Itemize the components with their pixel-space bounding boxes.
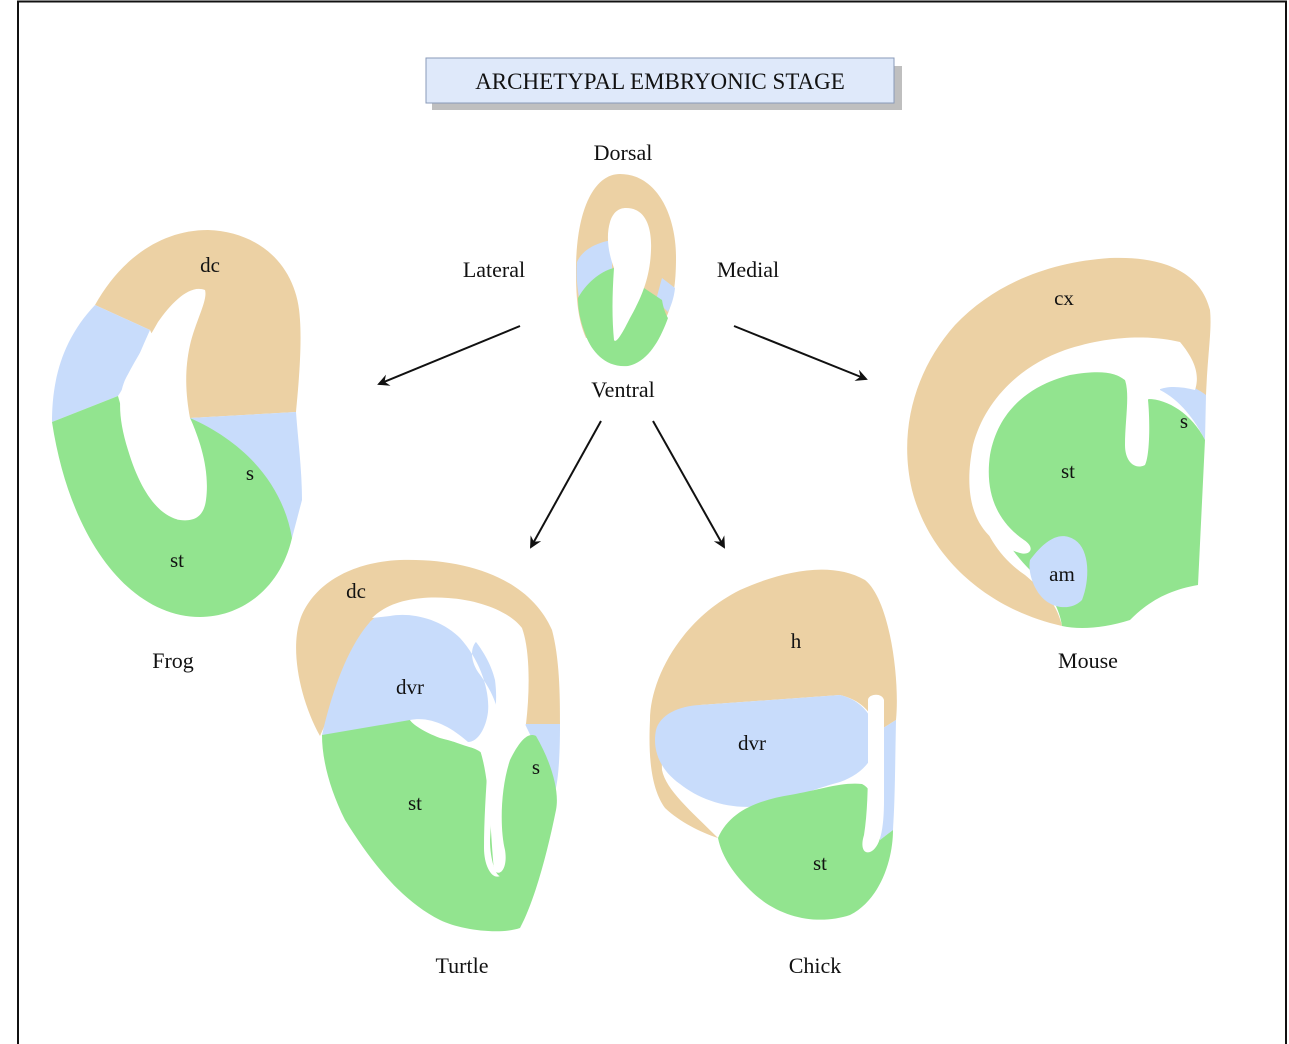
orientation-ventral: Ventral: [591, 377, 655, 402]
title-box: ARCHETYPAL EMBRYONIC STAGE: [426, 58, 902, 110]
diagram-title: ARCHETYPAL EMBRYONIC STAGE: [475, 69, 845, 94]
arrow-to-frog: [379, 326, 520, 384]
turtle-label-dvr: dvr: [396, 675, 424, 699]
frog-name: Frog: [152, 648, 194, 673]
mouse-label-s: s: [1180, 409, 1188, 433]
orientation-dorsal: Dorsal: [594, 140, 653, 165]
turtle-section: dc dvr st s Turtle: [296, 560, 560, 978]
turtle-label-st: st: [408, 791, 422, 815]
archetype-section: Dorsal Ventral Lateral Medial: [463, 140, 779, 402]
arrow-to-chick: [653, 421, 724, 547]
chick-section: h dvr st Chick: [650, 570, 897, 978]
chick-name: Chick: [789, 953, 842, 978]
turtle-label-s: s: [532, 755, 540, 779]
mouse-section: cx st s am Mouse: [907, 258, 1210, 673]
turtle-label-dc: dc: [346, 579, 366, 603]
chick-label-st: st: [813, 851, 827, 875]
frog-label-dc: dc: [200, 253, 220, 277]
mouse-label-am: am: [1049, 562, 1075, 586]
orientation-lateral: Lateral: [463, 257, 525, 282]
turtle-subpallium: [322, 720, 557, 931]
mouse-label-st: st: [1061, 459, 1075, 483]
arrow-to-mouse: [734, 326, 866, 379]
arrow-to-turtle: [531, 421, 601, 547]
mouse-name: Mouse: [1058, 648, 1118, 673]
orientation-medial: Medial: [717, 257, 779, 282]
mouse-label-cx: cx: [1054, 286, 1074, 310]
chick-label-h: h: [791, 629, 802, 653]
frog-section: dc s st Frog: [52, 230, 302, 673]
turtle-name: Turtle: [436, 953, 489, 978]
chick-label-dvr: dvr: [738, 731, 766, 755]
frog-label-st: st: [170, 548, 184, 572]
frog-label-s: s: [246, 461, 254, 485]
